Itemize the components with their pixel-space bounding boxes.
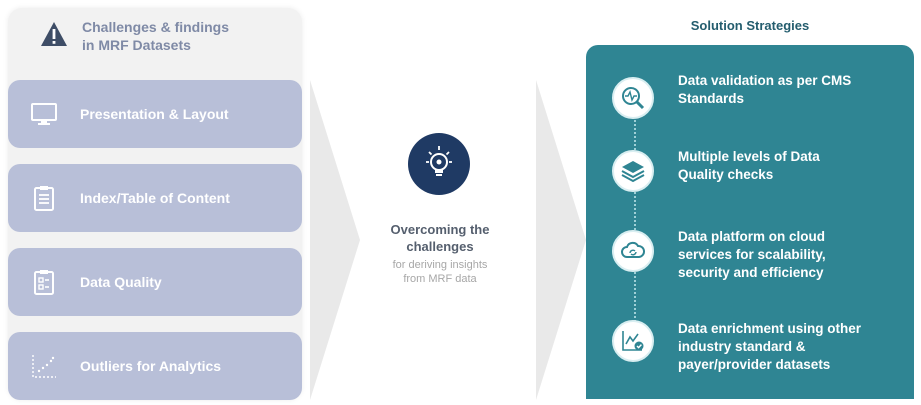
challenge-card-quality: Data Quality [8, 248, 302, 316]
search-pulse-icon [622, 87, 645, 110]
strategy-text: Data validation as per CMS Standards [678, 73, 852, 106]
center-subtitle: for deriving insights from MRF data [392, 259, 488, 285]
strategy-text: Multiple levels of Data Quality checks [678, 149, 820, 182]
solutions-heading: Solution Strategies [690, 18, 810, 33]
challenge-label: Data Quality [80, 274, 162, 290]
strategy-text: Data platform on cloud services for scal… [678, 229, 826, 280]
chevron-arrow-left [310, 80, 360, 400]
cloud-sync-icon [621, 241, 645, 258]
layers-icon [621, 161, 645, 183]
clipboard-check-icon [34, 270, 54, 295]
strategy-icon-badge [612, 320, 654, 362]
challenge-card-index: Index/Table of Content [8, 164, 302, 232]
chevron-arrow-right [536, 80, 586, 400]
strategy-icon-badge [612, 77, 654, 119]
scatter-plot-icon [32, 355, 56, 378]
challenge-card-presentation: Presentation & Layout [8, 80, 302, 148]
challenge-label: Outliers for Analytics [80, 358, 222, 374]
strategy-text: Data enrichment using other industry sta… [678, 321, 862, 372]
challenges-header: Challenges & findings in MRF Datasets [40, 18, 280, 70]
center-title: Overcoming the challenges [390, 222, 490, 254]
strategy-icon-badge [612, 150, 654, 192]
timeline-line [634, 100, 636, 350]
lightbulb-badge [408, 133, 470, 195]
challenge-label: Presentation & Layout [80, 106, 229, 122]
challenge-label: Index/Table of Content [80, 190, 230, 206]
challenges-title: Challenges & findings in MRF Datasets [82, 19, 230, 53]
lightbulb-icon [426, 146, 452, 176]
clipboard-list-icon [34, 186, 54, 211]
strategy-icon-badge [612, 230, 654, 272]
monitor-icon [31, 103, 57, 125]
chart-check-icon [622, 331, 644, 351]
challenge-card-outliers: Outliers for Analytics [8, 332, 302, 400]
warning-icon [41, 22, 67, 46]
